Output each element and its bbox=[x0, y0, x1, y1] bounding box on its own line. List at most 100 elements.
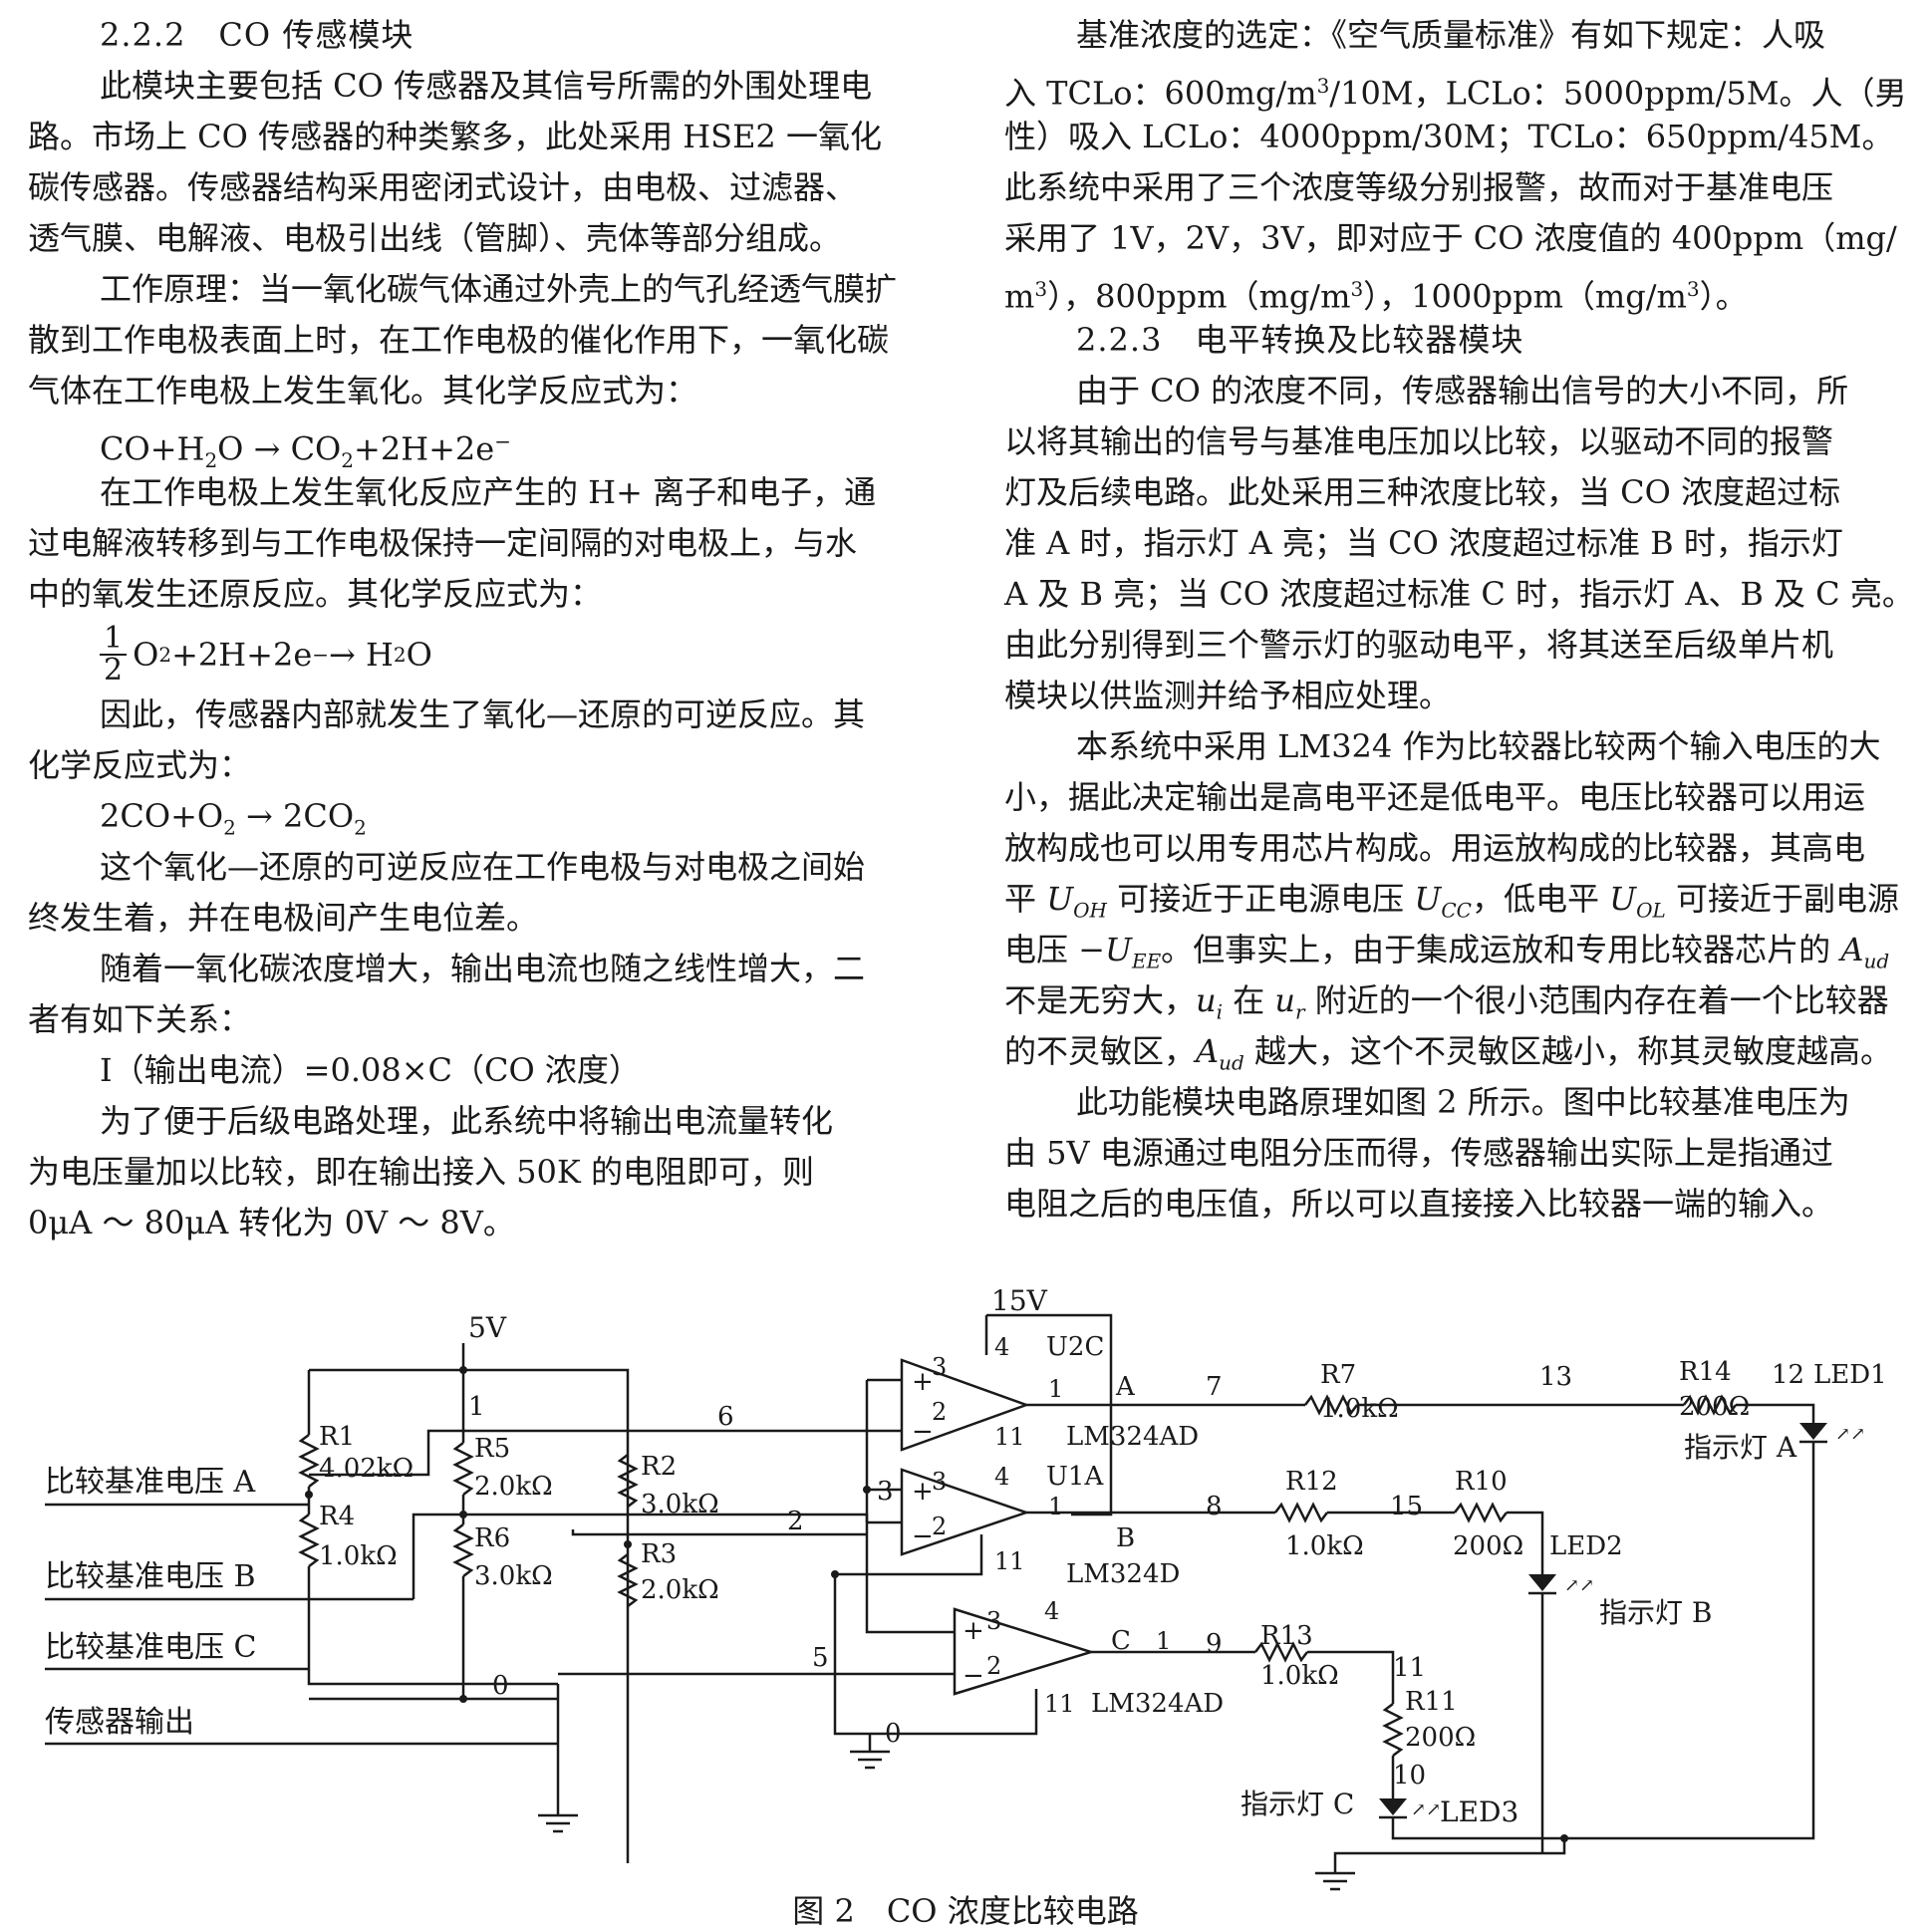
text-line: m3），800ppm（mg/m3），1000ppm（mg/m3）。 bbox=[1004, 264, 1906, 316]
r1-name: R1 bbox=[319, 1422, 355, 1452]
text-run: − bbox=[494, 429, 511, 453]
r7-value: 1.0kΩ bbox=[1320, 1394, 1399, 1424]
text-run: 2CO+O bbox=[100, 797, 224, 835]
text-run: 3 bbox=[1034, 277, 1048, 301]
r2-resistor bbox=[617, 1454, 639, 1508]
text-line: 此模块主要包括 CO 传感器及其信号所需的外围处理电 bbox=[100, 67, 873, 105]
opamp-ground-wire bbox=[833, 1574, 1038, 1736]
text-run: +2H+2e bbox=[354, 429, 495, 468]
text-line: 气体在工作电极上发生氧化。其化学反应式为： bbox=[28, 372, 698, 410]
text-line: 终发生着，并在电极间产生电位差。 bbox=[28, 899, 539, 937]
r6-resistor bbox=[452, 1523, 474, 1577]
r14-value: 200Ω bbox=[1679, 1392, 1750, 1422]
text-run: 在 bbox=[1223, 981, 1275, 1019]
r11-value: 200Ω bbox=[1405, 1723, 1476, 1753]
text-line: 不是无穷大，ui 在 ur 附近的一个很小范围内存在着一个比较器 bbox=[1004, 975, 1906, 1026]
text-run: − bbox=[312, 642, 330, 667]
text-line: 这个氧化—还原的可逆反应在工作电极与对电极之间始 bbox=[100, 848, 866, 886]
text-line: 者有如下关系： bbox=[28, 1000, 252, 1038]
node-5-label: 5 bbox=[812, 1643, 829, 1673]
r5-value: 2.0kΩ bbox=[474, 1472, 553, 1502]
text-line: 准 A 时，指示灯 A 亮；当 CO 浓度超过标准 B 时，指示灯 bbox=[1004, 524, 1843, 562]
r7-name: R7 bbox=[1320, 1360, 1356, 1390]
led3-name: LED3 bbox=[1440, 1795, 1518, 1828]
text-run: u bbox=[1274, 981, 1295, 1019]
text-run: 3 bbox=[1686, 277, 1700, 301]
r4-resistor bbox=[298, 1514, 320, 1567]
node-A-label: A bbox=[1115, 1372, 1136, 1402]
text-run: ud bbox=[1863, 949, 1890, 973]
r4-name: R4 bbox=[319, 1502, 355, 1531]
text-run: 越大，这个不灵敏区越小，称其灵敏度越高。 bbox=[1243, 1032, 1892, 1070]
text-run: 2 bbox=[393, 642, 407, 667]
u1a-plus-sign: + bbox=[912, 1477, 934, 1507]
u1a-pin-1: 1 bbox=[1048, 1493, 1063, 1520]
text-line: A 及 B 亮；当 CO 浓度超过标准 C 时，指示灯 A、B 及 C 亮。 bbox=[1004, 575, 1914, 613]
r5-name: R5 bbox=[474, 1434, 510, 1464]
text-run: U bbox=[1414, 880, 1442, 918]
r6-value: 3.0kΩ bbox=[474, 1561, 553, 1591]
text-run: +2H+2e bbox=[171, 635, 313, 674]
section-heading: 2.2.3 电平转换及比较器模块 bbox=[1076, 321, 1524, 359]
r10-led2-wire bbox=[1507, 1511, 1544, 1574]
text-run: 2 bbox=[223, 815, 236, 840]
text-run: 电压 − bbox=[1004, 931, 1105, 968]
text-run: 可接近于正电源电压 bbox=[1107, 880, 1415, 918]
u3-part: LM324AD bbox=[1091, 1689, 1224, 1719]
text-run: → H bbox=[329, 635, 394, 674]
u2c-pin-4: 4 bbox=[994, 1333, 1009, 1361]
right-column: 基准浓度的选定：《空气质量标准》有如下规定：人吸入 TCLo：600mg/m3/… bbox=[1004, 10, 1914, 1230]
text-run: 2 bbox=[341, 448, 355, 473]
node-11-label: 11 bbox=[1393, 1653, 1426, 1683]
text-run: i bbox=[1216, 999, 1224, 1024]
text-line: 的不灵敏区，Aud 越大，这个不灵敏区越小，称其灵敏度越高。 bbox=[1004, 1026, 1906, 1077]
r3-value: 2.0kΩ bbox=[641, 1575, 719, 1605]
u2c-part: LM324AD bbox=[1066, 1422, 1199, 1452]
text-run: ud bbox=[1219, 1050, 1244, 1075]
junction-dot bbox=[459, 1695, 467, 1703]
text-line: 中的氧发生还原反应。其化学反应式为： bbox=[28, 575, 603, 613]
supply-5v-label: 5V bbox=[468, 1311, 507, 1344]
led2-emission-icon: ↗↗ bbox=[1564, 1575, 1594, 1596]
junction-dot bbox=[459, 1511, 467, 1518]
text-run: 的不灵敏区， bbox=[1004, 1032, 1197, 1070]
text-run: 平 bbox=[1004, 880, 1047, 918]
text-line: 此系统中采用了三个浓度等级分别报警，故而对于基准电压 bbox=[1004, 168, 1834, 206]
text-line: 工作原理：当一氧化碳气体通过外壳上的气孔经透气膜扩 bbox=[100, 270, 898, 308]
r6-name: R6 bbox=[474, 1523, 510, 1553]
text-run: CC bbox=[1441, 898, 1472, 923]
text-run: 附近的一个很小范围内存在着一个比较器 bbox=[1304, 981, 1889, 1019]
text-line: 基准浓度的选定：《空气质量标准》有如下规定：人吸 bbox=[1076, 16, 1826, 54]
led1-diode bbox=[1799, 1423, 1827, 1440]
r4-value: 1.0kΩ bbox=[319, 1541, 398, 1571]
opamp-u1a bbox=[900, 1468, 1030, 1556]
u2c-plus-sign: + bbox=[912, 1367, 934, 1397]
text-run: 3 bbox=[1316, 74, 1330, 98]
r4-bottom-wire bbox=[307, 1566, 558, 1686]
lamp-c-label: 指示灯 C bbox=[1241, 1788, 1354, 1820]
node-0-label-2: 0 bbox=[885, 1719, 902, 1749]
led1-emission-icon: ↗↗ bbox=[1835, 1424, 1865, 1445]
node-C-label: C bbox=[1111, 1626, 1131, 1656]
text-run: A bbox=[1840, 931, 1864, 968]
text-line: 在工作电极上发生氧化反应产生的 H+ 离子和电子，通 bbox=[100, 473, 877, 511]
node-12-label: 12 bbox=[1772, 1360, 1804, 1390]
node-7-label: 7 bbox=[1206, 1372, 1223, 1402]
text-line: 碳传感器。传感器结构采用密闭式设计，由电极、过滤器、 bbox=[28, 168, 858, 206]
text-run: m bbox=[1004, 277, 1035, 316]
r7-resistor bbox=[1304, 1394, 1358, 1416]
text-run: CO+H bbox=[100, 429, 205, 468]
text-run: O → CO bbox=[217, 429, 342, 468]
r14-name: R14 bbox=[1679, 1357, 1732, 1387]
text-run: A bbox=[1196, 1032, 1220, 1070]
text-run: U bbox=[1609, 880, 1637, 918]
figure-caption: 图 2 CO 浓度比较电路 bbox=[792, 1892, 1139, 1930]
r2-name: R2 bbox=[641, 1452, 677, 1482]
text-line: 由 5V 电源通过电阻分压而得，传感器输出实际上是指通过 bbox=[1004, 1134, 1833, 1172]
text-line: 电阻之后的电压值，所以可以直接接入比较器一端的输入。 bbox=[1004, 1185, 1834, 1223]
text-line: 入 TCLo：600mg/m3/10M，LCLo：5000ppm/5M。人（男 bbox=[1004, 61, 1906, 113]
r11-name: R11 bbox=[1405, 1687, 1458, 1717]
node-10-label: 10 bbox=[1393, 1761, 1426, 1791]
u1a-pin-4: 4 bbox=[994, 1463, 1009, 1491]
